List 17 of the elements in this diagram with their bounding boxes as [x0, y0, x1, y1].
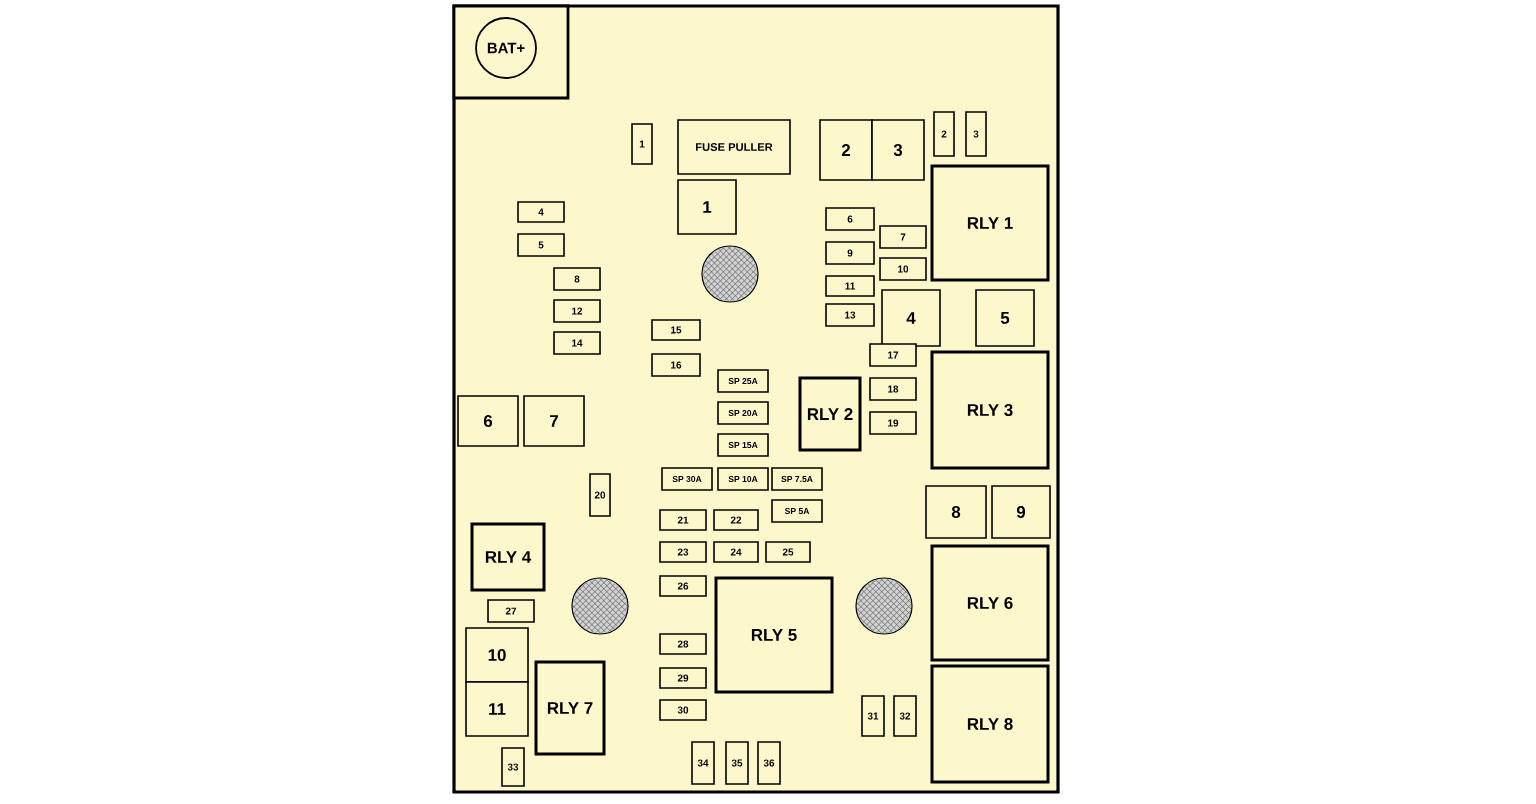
fuse-box: 7 [523, 395, 585, 447]
relay-box: RLY 4 [470, 522, 546, 592]
fuse-box: 6 [457, 395, 519, 447]
fuse-box: 10 [465, 627, 529, 683]
relay-box: RLY 2 [798, 376, 862, 452]
fuse-box: 8 [925, 485, 987, 539]
relay-box: RLY 8 [930, 664, 1050, 784]
relay-box: RLY 5 [714, 576, 834, 694]
fuse-box: 9 [991, 485, 1051, 539]
relay-box: RLY 6 [930, 544, 1050, 662]
fuse-box: 11 [465, 681, 529, 737]
fuse-box: 3 [871, 119, 925, 181]
fuse-box: 5 [975, 289, 1035, 347]
fuse-box: 1 [677, 179, 737, 235]
relay-box: RLY 7 [534, 660, 606, 756]
relay-box: RLY 1 [930, 164, 1050, 282]
fuse-box: 2 [819, 119, 873, 181]
